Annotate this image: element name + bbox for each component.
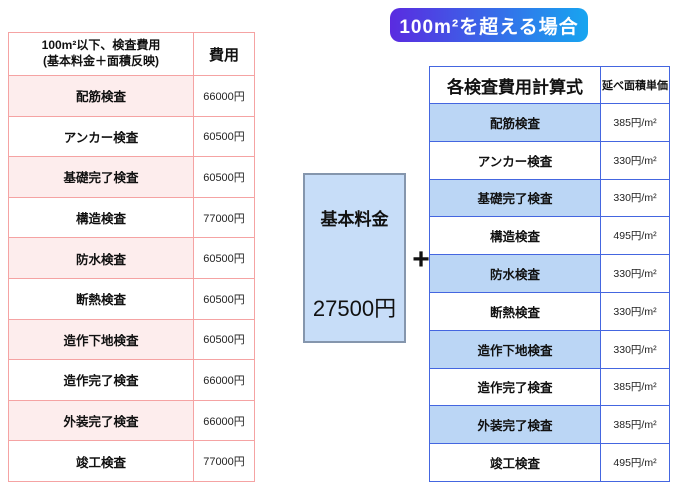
- row-value: 60500円: [194, 157, 254, 197]
- row-label: 基礎完了検査: [430, 179, 601, 217]
- row-value: 385円/m²: [601, 406, 669, 444]
- row-value: 330円/m²: [601, 330, 669, 368]
- table-header-row: 100m²以下、検査費用 (基本料金＋面積反映) 費用: [9, 33, 254, 75]
- basic-fee-title: 基本料金: [320, 210, 389, 229]
- basic-fee-amount: 27500円: [312, 296, 397, 321]
- table-header-row: 各検査費用計算式 延べ面積単価: [430, 67, 669, 103]
- row-value: 77000円: [194, 441, 254, 481]
- row-value: 60500円: [194, 278, 254, 319]
- row-value: 60500円: [194, 116, 254, 157]
- over-100sqm-badge: 100m²を超える場合: [390, 8, 588, 42]
- row-value: 330円/m²: [601, 179, 669, 217]
- row-label: 防水検査: [430, 255, 601, 292]
- row-label: 構造検査: [430, 217, 601, 255]
- row-value: 60500円: [194, 238, 254, 278]
- header-title-line2: (基本料金＋面積反映): [43, 54, 159, 68]
- row-value: 330円/m²: [601, 141, 669, 179]
- row-value: 66000円: [194, 360, 254, 400]
- table-header-value-col: 延べ面積単価: [601, 67, 669, 103]
- basic-fee-box: 基本料金 27500円: [303, 173, 406, 343]
- row-label: 外装完了検査: [430, 406, 601, 444]
- header-title-line1: 100m²以下、検査費用: [41, 38, 161, 53]
- row-label: 防水検査: [9, 238, 194, 278]
- row-label: 断熱検査: [9, 278, 194, 319]
- row-label: アンカー検査: [9, 116, 194, 157]
- row-value: 495円/m²: [601, 444, 669, 481]
- row-value: 66000円: [194, 400, 254, 441]
- row-label: 造作完了検査: [9, 360, 194, 400]
- row-value: 385円/m²: [601, 104, 669, 141]
- row-value: 385円/m²: [601, 368, 669, 406]
- table-header-title: 100m²以下、検査費用 (基本料金＋面積反映): [9, 33, 194, 75]
- row-label: 配筋検査: [430, 104, 601, 141]
- plus-sign: +: [412, 243, 430, 276]
- row-label: 造作完了検査: [430, 368, 601, 406]
- row-value: 66000円: [194, 76, 254, 116]
- row-label: 造作下地検査: [430, 330, 601, 368]
- row-label: 竣工検査: [430, 444, 601, 481]
- row-label: 基礎完了検査: [9, 157, 194, 197]
- row-label: 配筋検査: [9, 76, 194, 116]
- table-header-value-col: 費用: [194, 33, 254, 75]
- row-label: 竣工検査: [9, 441, 194, 481]
- row-label: 構造検査: [9, 197, 194, 238]
- row-value: 495円/m²: [601, 217, 669, 255]
- row-value: 60500円: [194, 319, 254, 360]
- row-label: アンカー検査: [430, 141, 601, 179]
- row-label: 断熱検査: [430, 292, 601, 330]
- row-value: 330円/m²: [601, 292, 669, 330]
- row-label: 造作下地検査: [9, 319, 194, 360]
- row-value: 77000円: [194, 197, 254, 238]
- table-header-title: 各検査費用計算式: [430, 67, 601, 103]
- row-value: 330円/m²: [601, 255, 669, 292]
- row-label: 外装完了検査: [9, 400, 194, 441]
